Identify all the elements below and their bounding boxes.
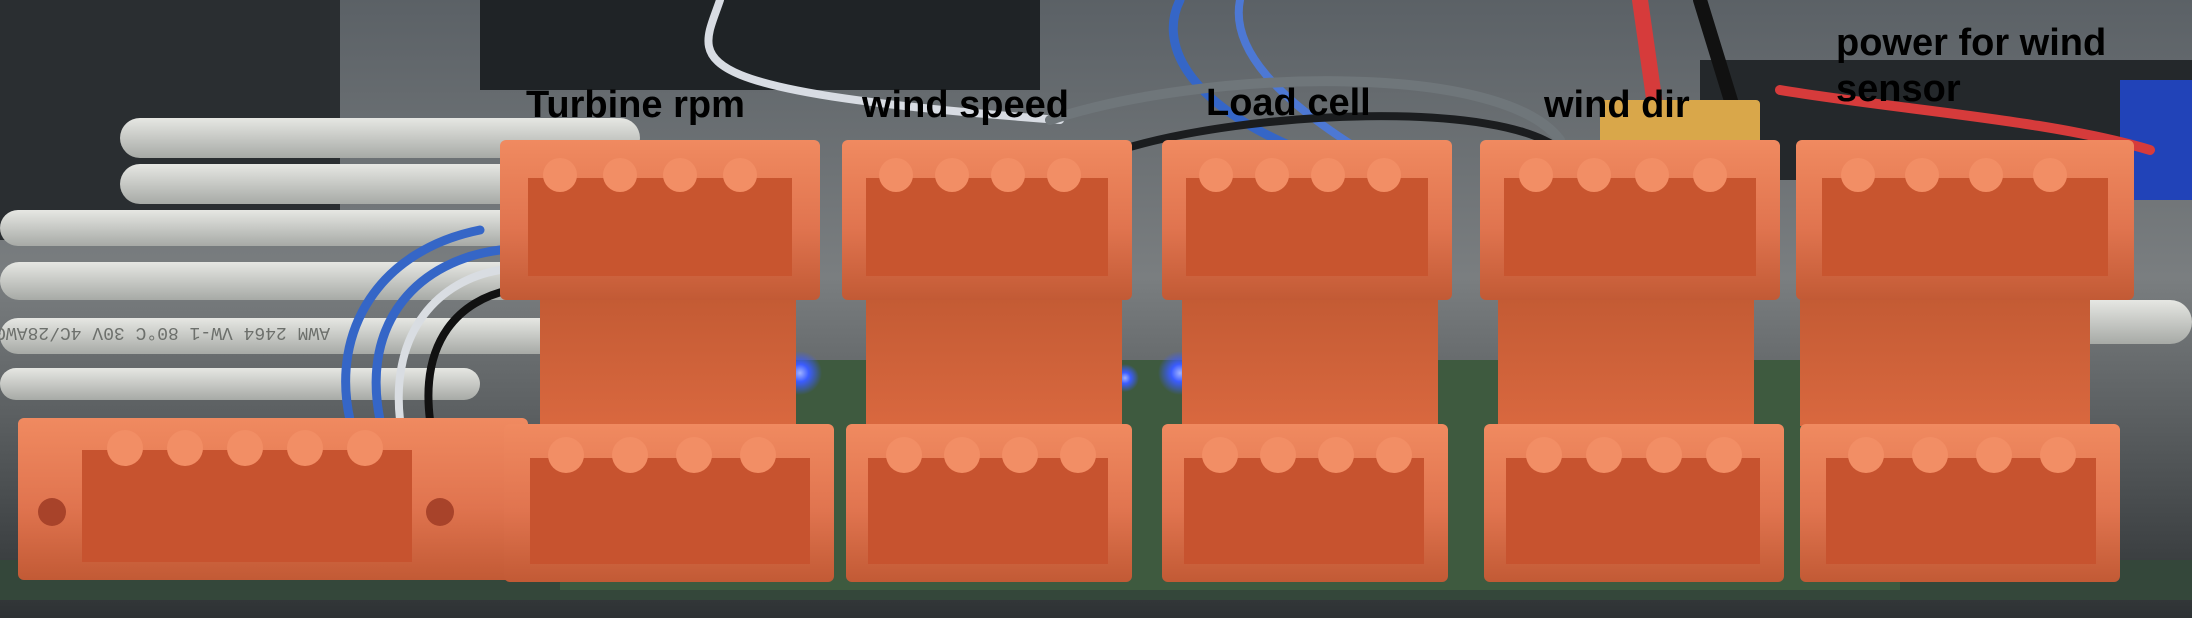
label-wind-dir: wind dir <box>1544 84 1690 126</box>
connector-stack-4 <box>1480 140 1784 582</box>
label-load-cell: Load cell <box>1206 82 1371 124</box>
wires <box>341 0 2155 425</box>
connector-stack-5 <box>1796 140 2134 582</box>
connector-stack-2 <box>842 140 1132 582</box>
label-turbine-rpm: Turbine rpm <box>526 84 745 126</box>
label-wind-speed: wind speed <box>862 84 1069 126</box>
left-wide-connector <box>18 418 528 580</box>
equipment-top <box>480 0 1040 90</box>
beige-connector <box>1600 100 1760 152</box>
cable-print: AWM 2464 VW-1 80°C 30V 4C/28AWG/2C E2047… <box>0 322 330 342</box>
connector-stack-3 <box>1162 140 1452 582</box>
connector-stack-1 <box>500 140 834 582</box>
label-power-for-wind-sensor: power for wind sensor <box>1836 22 2107 110</box>
